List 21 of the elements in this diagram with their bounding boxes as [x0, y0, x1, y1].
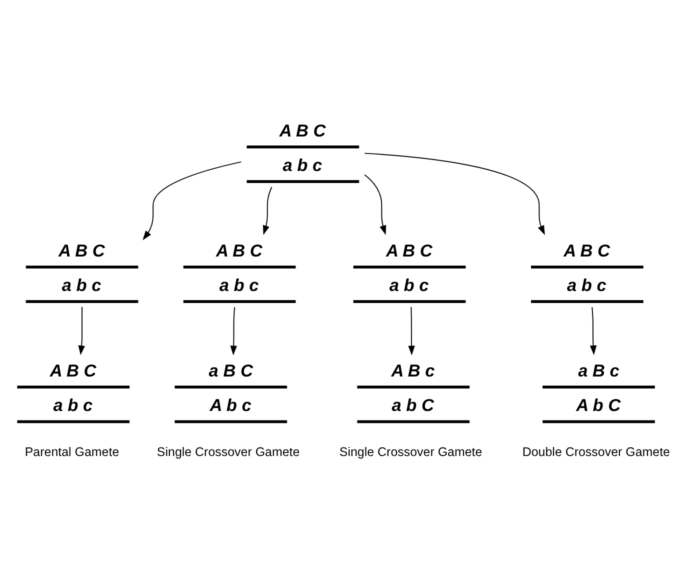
arrow	[262, 186, 272, 235]
arrow	[142, 160, 242, 240]
arrow	[364, 174, 386, 235]
node-text: A B C a b c	[50, 360, 96, 414]
node-text: A B C a b c	[564, 240, 610, 294]
arrow	[230, 306, 237, 355]
node-text: A B c a b C	[391, 360, 435, 414]
node-label: Parental Gamete	[24, 444, 120, 459]
arrow	[590, 306, 597, 355]
node-text: A B C a b c	[279, 120, 326, 174]
node-text: A B C a b c	[58, 240, 105, 294]
arrow	[78, 306, 85, 355]
arrow	[408, 306, 415, 355]
node-text: A B C a b c	[386, 240, 432, 294]
node-text: a B c A b C	[576, 360, 621, 414]
node-text: a B C A b c	[208, 360, 253, 414]
node-label: Single Crossover Gamete	[156, 444, 300, 459]
node-label: Double Crossover Gamete	[522, 444, 670, 459]
node-text: A B C a b c	[216, 240, 262, 294]
arrow	[364, 152, 545, 235]
node-label: Single Crossover Gamete	[339, 444, 482, 459]
